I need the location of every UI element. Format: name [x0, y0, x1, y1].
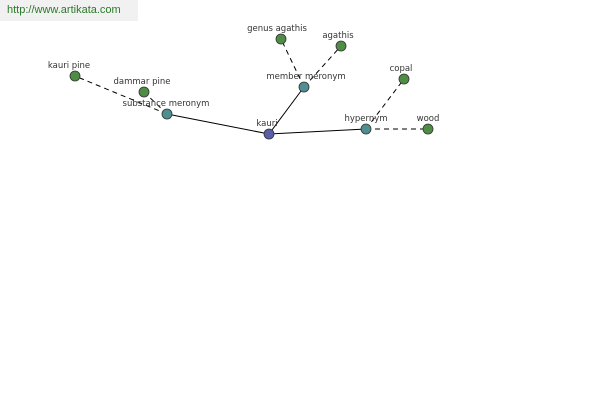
node-dammar-pine[interactable] — [138, 86, 150, 98]
source-url-link[interactable]: http://www.artikata.com — [7, 4, 121, 16]
node-genus-agathis[interactable] — [275, 33, 287, 45]
node-label-agathis: agathis — [322, 31, 354, 41]
node-label-substance-meronym: substance meronym — [123, 99, 210, 109]
labels-layer: kauri substance meronym member meronym hype… — [48, 24, 440, 129]
source-banner: http://www.artikata.com — [0, 0, 138, 21]
edge-member_meronym-agathis — [303, 45, 342, 88]
node-kauri-pine[interactable] — [69, 70, 81, 82]
node-label-hypernym: hypernym — [344, 114, 387, 124]
node-hypernym[interactable] — [360, 123, 372, 135]
node-label-wood: wood — [417, 114, 440, 124]
edge-hypernym-copal — [365, 78, 405, 130]
node-label-genus-agathis: genus agathis — [247, 24, 307, 34]
nodes-layer — [69, 33, 434, 140]
node-agathis[interactable] — [335, 40, 347, 52]
edges-layer — [74, 38, 428, 135]
node-label-kauri: kauri — [256, 119, 277, 129]
node-kauri[interactable] — [263, 128, 275, 140]
node-label-kauri-pine: kauri pine — [48, 61, 90, 71]
node-label-member-meronym: member meronym — [266, 72, 345, 82]
edge-kauri-substance_meronym — [166, 113, 270, 135]
node-label-dammar-pine: dammar pine — [114, 77, 171, 87]
node-label-copal: copal — [390, 64, 413, 74]
node-substance-meronym[interactable] — [161, 108, 173, 120]
edge-kauri-hypernym — [268, 128, 367, 135]
edge-substance_meronym-kauri_pine — [74, 75, 168, 115]
node-member-meronym[interactable] — [298, 81, 310, 93]
node-copal[interactable] — [398, 73, 410, 85]
node-wood[interactable] — [422, 123, 434, 135]
edge-kauri-member_meronym — [268, 86, 305, 135]
